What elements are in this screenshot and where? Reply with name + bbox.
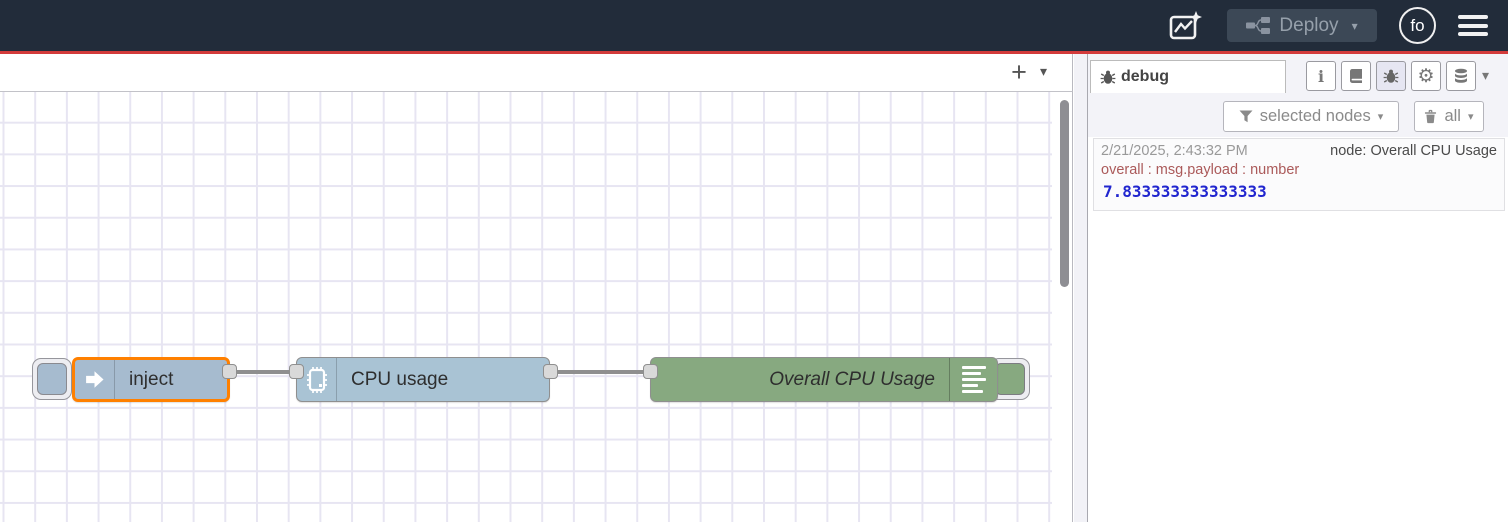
bug-icon [1383,69,1399,83]
filter-caret-icon: ▾ [1377,111,1384,123]
debug-clear-button[interactable]: all ▾ [1414,101,1484,132]
sidebar-help-button[interactable] [1341,61,1371,91]
filter-funnel-icon [1239,110,1253,123]
cpu-chip-icon [297,358,337,401]
gear-icon: ⚙ [1417,65,1435,87]
trash-icon [1425,109,1437,124]
clear-caret-icon: ▾ [1467,111,1474,123]
main-menu-icon[interactable] [1458,15,1488,36]
node-cpu-usage[interactable]: CPU usage [296,357,550,402]
debug-input-port[interactable] [642,364,658,379]
node-label: Overall CPU Usage [769,368,935,390]
debug-message-value[interactable]: 7.833333333333333 [1103,182,1267,201]
debug-enable-toggle[interactable] [990,358,1030,400]
cpu-output-port[interactable] [542,364,558,379]
sidebar-info-button[interactable]: i [1306,61,1336,91]
debug-message-path: overall : msg.payload : number [1101,162,1300,178]
header-bar: Deploy ▾ fo [0,0,1508,54]
debug-console-icon [949,358,997,401]
sidebar-context-button[interactable] [1446,61,1476,91]
workspace-tabstrip: + ▾ [0,54,1073,92]
debug-message-meta: node: Overall CPU Usage 2/21/2025, 2:43:… [1101,142,1497,161]
deploy-nodes-icon [1246,17,1271,34]
deploy-options-caret-icon[interactable]: ▾ [1351,18,1358,33]
user-avatar[interactable]: fo [1399,7,1436,44]
info-icon: i [1317,66,1325,86]
wire-cpu-to-debug[interactable] [550,369,651,374]
book-icon [1350,69,1362,83]
cpu-input-port[interactable] [288,364,304,379]
bug-icon [1100,70,1116,84]
node-overall-cpu-usage[interactable]: Overall CPU Usage [650,357,998,402]
sidebar-tabs-caret-icon[interactable]: ▾ [1482,67,1490,83]
inject-output-port[interactable] [222,364,237,379]
add-flow-button[interactable]: + [1011,56,1027,87]
avatar-initials: fo [1410,15,1425,35]
flow-assistant-icon[interactable] [1167,9,1205,43]
wire-inject-to-cpu[interactable] [230,369,304,374]
node-label: CPU usage [351,368,449,390]
tab-debug-label: debug [1121,68,1169,85]
debug-filter-button[interactable]: selected nodes ▾ [1223,101,1399,132]
flow-list-caret-icon[interactable]: ▾ [1040,63,1048,79]
deploy-button[interactable]: Deploy ▾ [1227,9,1377,42]
sidebar-config-button[interactable]: ⚙ [1411,61,1441,91]
sidebar-resize-handle[interactable] [1074,54,1087,522]
debug-filter-label: selected nodes [1259,107,1371,125]
debug-message-timestamp: 2/21/2025, 2:43:32 PM [1101,143,1248,159]
node-inject[interactable]: inject [72,357,230,402]
sidebar-debug-button[interactable] [1376,61,1406,91]
debug-message-list[interactable]: node: Overall CPU Usage 2/21/2025, 2:43:… [1088,137,1508,522]
canvas-vertical-scrollbar[interactable] [1060,100,1069,287]
debug-clear-label: all [1444,107,1461,125]
deploy-label: Deploy [1279,14,1339,36]
database-icon [1455,68,1467,83]
debug-message-source: node: Overall CPU Usage [1330,143,1497,159]
node-label: inject [129,368,174,390]
inject-trigger-button[interactable] [32,358,72,400]
debug-message[interactable]: node: Overall CPU Usage 2/21/2025, 2:43:… [1093,138,1505,211]
tab-debug[interactable]: debug [1090,60,1286,93]
sidebar: debug i ⚙ ▾ [1087,54,1508,522]
flow-canvas[interactable]: inject CPU usage Overall CPU Usage [0,92,1073,522]
inject-arrow-icon [75,360,115,399]
